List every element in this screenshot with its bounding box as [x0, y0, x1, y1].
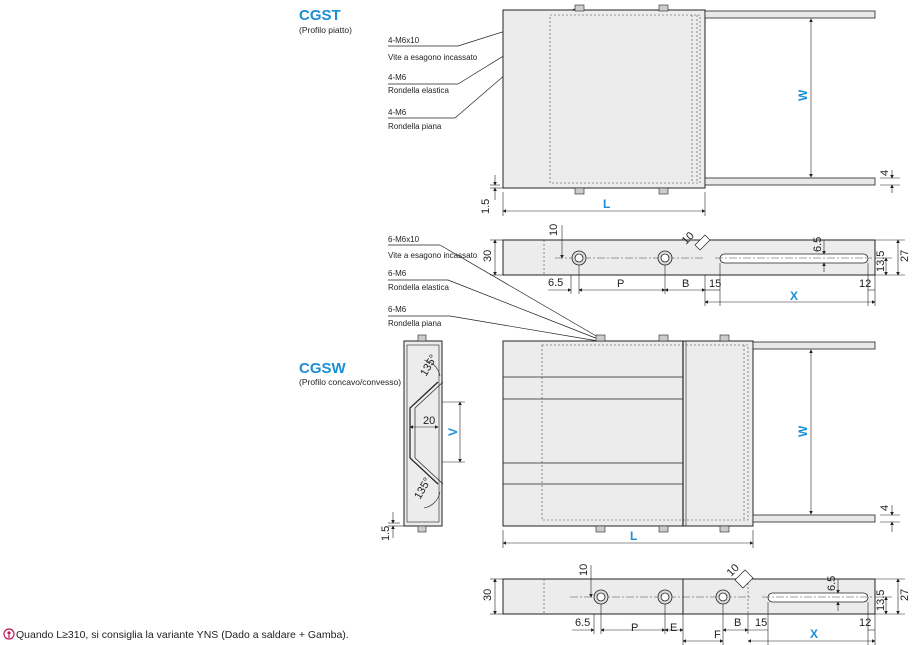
cgst-callout-screw: 4-M6x10 — [388, 36, 420, 45]
cgsw-dim-v: V — [446, 428, 460, 436]
mid-callout-spring: 6-M6 — [388, 269, 407, 278]
cgsw-subtitle: (Profilo concavo/convesso) — [299, 377, 401, 387]
cgst-plate — [502, 4, 876, 195]
cgst-callout-flat: 4-M6 — [388, 108, 407, 117]
mid-callouts: 6-M6x10 Vite a esagono incassato 6-M6 Ro… — [388, 235, 599, 342]
note-text: Quando L≥310, si consiglia la variante Y… — [16, 629, 349, 641]
bottom-dim-6-5: 6.5 — [575, 617, 590, 629]
mid-dim-15: 15 — [709, 278, 721, 290]
cgsw-header: CGSW (Profilo concavo/convesso) — [299, 360, 401, 387]
cgst-callout-flat-desc: Rondella piana — [388, 122, 442, 131]
mid-dim-12: 12 — [859, 278, 871, 290]
mid-bar — [502, 234, 876, 276]
cgsw-dim-w: W — [796, 425, 810, 437]
bottom-dim-10: 10 — [578, 564, 590, 576]
mid-dim-b: B — [682, 278, 689, 290]
bottom-dim-27: 27 — [899, 589, 911, 601]
info-pin-icon — [3, 628, 15, 640]
cgsw-dim-4: 4 — [879, 505, 891, 511]
bottom-dim-e: E — [670, 622, 677, 634]
mid-callout-flat: 6-M6 — [388, 305, 407, 314]
mid-dim-30: 30 — [482, 250, 494, 262]
bottom-bar — [502, 569, 876, 615]
cgsw-side-profile — [388, 334, 465, 538]
bottom-dim-f: F — [714, 629, 721, 641]
mid-dim-27: 27 — [899, 250, 911, 262]
cgst-dim-4: 4 — [879, 170, 891, 176]
cgsw-dim-l: L — [630, 529, 637, 543]
cgsw-title: CGSW — [299, 360, 347, 377]
cgst-dim-w: W — [796, 89, 810, 101]
mid-dim-slot: 6.5 — [812, 237, 824, 252]
cgst-dim-1-5: 1.5 — [480, 199, 492, 214]
mid-dim-6-5: 6.5 — [548, 277, 563, 289]
cgst-callout-screw-desc: Vite a esagono incassato — [388, 53, 478, 62]
cgst-dim-l: L — [603, 197, 610, 211]
cgst-subtitle: (Profilo piatto) — [299, 25, 352, 35]
mid-dimensions — [490, 225, 905, 306]
bottom-dim-30: 30 — [482, 589, 494, 601]
bottom-dim-12: 12 — [859, 617, 871, 629]
cgst-dimensions — [490, 18, 900, 216]
bottom-dim-slot: 6.5 — [826, 576, 838, 591]
mid-callout-screw: 6-M6x10 — [388, 235, 420, 244]
cgsw-plate — [502, 334, 876, 533]
bottom-dimensions — [490, 565, 905, 645]
bottom-dim-13-5: 13.5 — [875, 590, 887, 611]
mid-dim-x: X — [790, 289, 798, 303]
bottom-dim-x: X — [810, 627, 818, 641]
bottom-dim-15: 15 — [755, 617, 767, 629]
bottom-dim-p: P — [631, 622, 638, 634]
cgst-header: CGST (Profilo piatto) — [299, 7, 352, 35]
bottom-dim-b: B — [734, 617, 741, 629]
cgsw-dim-20: 20 — [423, 415, 435, 427]
cgsw-dimensions — [502, 349, 900, 548]
cgst-title: CGST — [299, 7, 341, 24]
mid-dim-13-5: 13.5 — [875, 251, 887, 272]
mid-callout-flat-desc: Rondella piana — [388, 319, 442, 328]
mid-dim-p: P — [617, 278, 624, 290]
cgst-callout-spring: 4-M6 — [388, 73, 407, 82]
cgsw-dim-1-5: 1.5 — [380, 526, 392, 541]
mid-dim-10: 10 — [548, 224, 560, 236]
note: Quando L≥310, si consiglia la variante Y… — [3, 628, 349, 641]
mid-callout-spring-desc: Rondella elastica — [388, 283, 449, 292]
cgst-callout-spring-desc: Rondella elastica — [388, 86, 449, 95]
mid-callout-screw-desc: Vite a esagono incassato — [388, 251, 478, 260]
